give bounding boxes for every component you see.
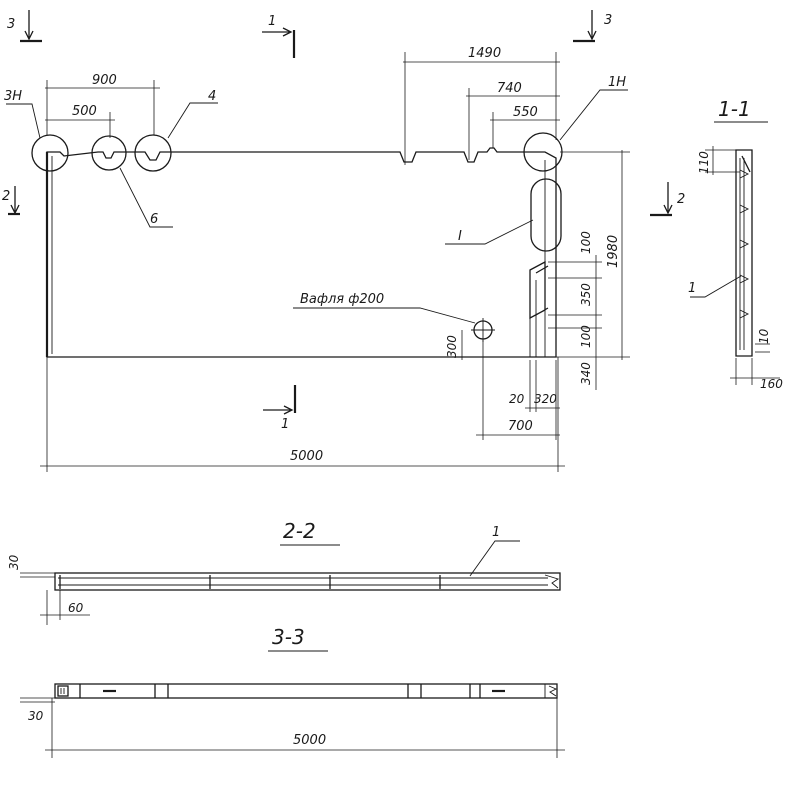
dim-320: 320 [534, 392, 557, 406]
section-1-1-leader [690, 275, 742, 298]
dim-900: 900 [92, 73, 117, 88]
dim-350: 350 [579, 283, 593, 306]
dim-340: 340 [579, 362, 593, 385]
dim-100-a: 100 [579, 231, 593, 254]
node-4-circle [134, 134, 172, 172]
embedded-part-I [530, 178, 562, 252]
panel-outline [46, 147, 557, 358]
dim-1980: 1980 [606, 235, 621, 268]
callout-I-leader [445, 219, 534, 245]
section-2-left: 2 [2, 189, 10, 204]
section-3-3-body [54, 683, 558, 699]
section-2-2: 2-2 30 60 1 [7, 519, 561, 625]
section-1-1-body [735, 149, 753, 357]
dimensions-bottom: 20 320 700 5000 [40, 340, 565, 472]
section-2-2-dim-30: 30 [7, 554, 21, 570]
section-3-right: 3 [604, 13, 612, 28]
dim-300: 300 [445, 335, 459, 358]
dim-550: 550 [513, 105, 538, 120]
section-1-1-dim-160: 160 [760, 377, 783, 391]
node-3n-circle [31, 134, 69, 172]
section-1-1-dim-10: 10 [757, 328, 771, 344]
callout-4-leader [167, 102, 218, 139]
section-2-2-title: 2-2 [283, 519, 316, 543]
section-1-top: 1 [268, 14, 276, 29]
dim-500: 500 [72, 104, 97, 119]
dim-20: 20 [509, 392, 525, 406]
section-1-1: 1-1 110 10 160 1 [688, 97, 783, 391]
section-2-right: 2 [677, 192, 685, 207]
section-2-2-dim-60: 60 [68, 601, 84, 615]
section-2-2-body [54, 572, 561, 591]
section-3-3-title: 3-3 [272, 625, 305, 649]
callout-3n-leader [6, 103, 41, 139]
waffle-label: Вафля ф200 [300, 292, 384, 307]
section-1-1-callout: 1 [688, 281, 696, 296]
callout-3n-label: 3Н [4, 89, 22, 104]
panel-plan: Вафля ф200 I 4 6 1Н 3Н 1490 740 550 900 [2, 10, 685, 472]
section-3-3: 3-3 30 5000 [20, 625, 565, 758]
section-1-1-title: 1-1 [718, 97, 751, 121]
dim-100-b: 100 [579, 325, 593, 348]
callout-6-leader [119, 167, 173, 228]
dimensions-top: 1490 740 550 900 500 [45, 46, 560, 165]
section-1-bottom: 1 [281, 417, 289, 432]
dim-740: 740 [497, 81, 522, 96]
section-3-3-dim-30: 30 [28, 709, 44, 723]
waffle-leader [293, 307, 476, 324]
section-2-2-leader [469, 540, 520, 577]
section-2-2-callout: 1 [492, 525, 500, 540]
callout-1n-label: 1Н [608, 75, 626, 90]
dim-5000: 5000 [290, 449, 323, 464]
section-3-3-dim-5000: 5000 [293, 733, 326, 748]
dim-700: 700 [508, 419, 533, 434]
callout-4-label: 4 [208, 89, 216, 104]
callout-1n-leader [559, 89, 628, 141]
callout-I-label: I [458, 229, 462, 244]
section-1-1-dim-110: 110 [697, 151, 711, 174]
node-6-circle [91, 135, 127, 171]
section-3-left: 3 [7, 17, 15, 32]
dim-1490: 1490 [468, 46, 501, 61]
dimensions-right: 1980 100 350 100 340 300 [445, 150, 630, 390]
callout-6-label: 6 [150, 212, 158, 227]
recess-detail [529, 260, 549, 320]
section-3-3-end-block [57, 685, 69, 697]
section-markers: 3 3 1 1 2 2 [2, 10, 685, 432]
